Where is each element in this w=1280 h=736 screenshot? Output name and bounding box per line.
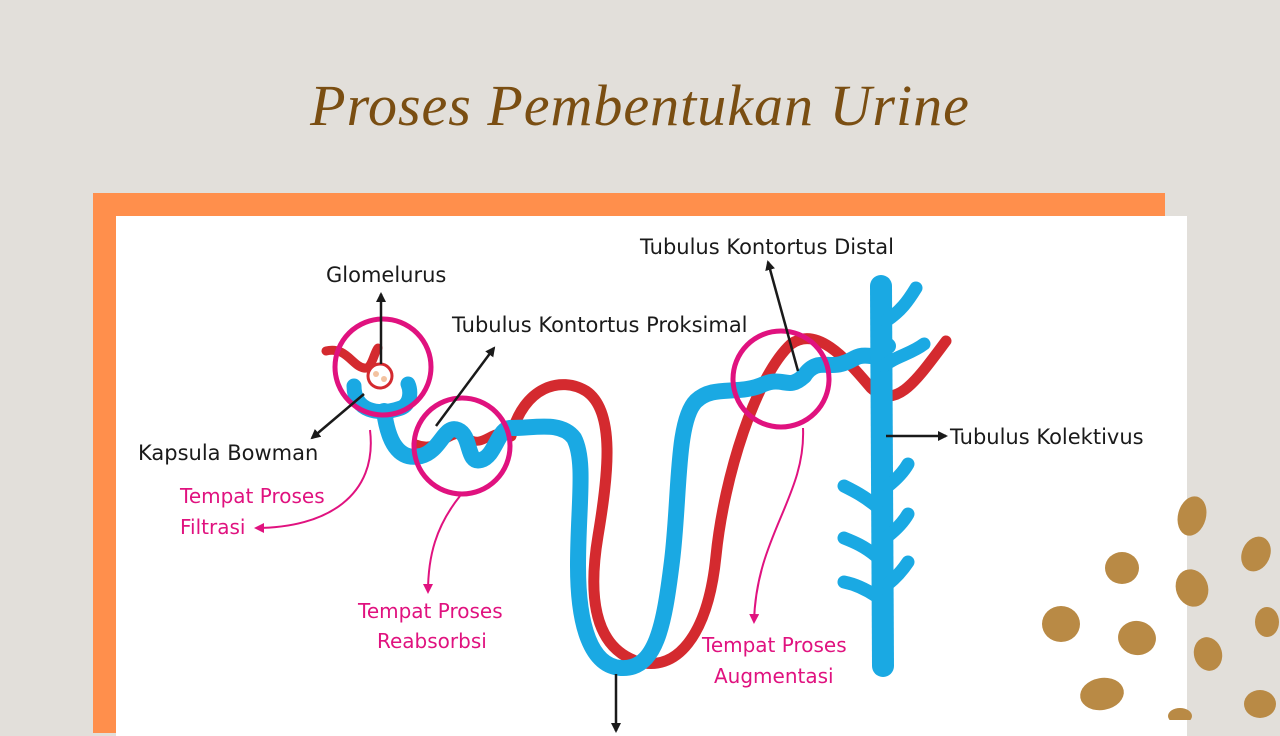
decorative-gold-dots	[1042, 496, 1279, 720]
nephron-diagram-panel: Glomelurus Kapsula Bowman Tubulus Kontor…	[116, 216, 1187, 736]
proksimal-arrow	[434, 346, 496, 427]
augmentasi-arrow	[749, 427, 805, 624]
reabsorbsi-arrow	[423, 495, 461, 594]
filtrasi-arrow	[254, 429, 372, 533]
slide-title: Proses Pembentukan Urine	[310, 73, 970, 138]
filtrasi-label-line1: Tempat Proses	[179, 484, 325, 508]
nephron-diagram: Glomelurus Kapsula Bowman Tubulus Kontor…	[138, 235, 1144, 733]
proksimal-label: Tubulus Kontortus Proksimal	[451, 313, 748, 337]
augmentasi-label-line1: Tempat Proses	[701, 633, 847, 657]
augmentasi-highlight-circle	[730, 328, 832, 430]
renal-tubule	[346, 275, 931, 677]
reabsorbsi-highlight-circle	[411, 395, 513, 497]
kapsula-bowman-label: Kapsula Bowman	[138, 441, 318, 465]
distal-arrow	[765, 260, 800, 372]
kolektivus-label: Tubulus Kolektivus	[949, 425, 1144, 449]
filtrasi-highlight-circle	[332, 316, 434, 418]
reabsorbsi-label-line1: Tempat Proses	[357, 599, 503, 623]
glomerulus-cluster	[366, 362, 394, 390]
reabsorbsi-label-line2: Reabsorbsi	[377, 629, 487, 653]
distal-label: Tubulus Kontortus Distal	[639, 235, 894, 259]
filtrasi-label-line2: Filtrasi	[180, 515, 245, 539]
kapsula-bowman-arrow	[310, 393, 365, 440]
augmentasi-label-line2: Augmentasi	[714, 664, 834, 688]
glomerulus-label: Glomelurus	[326, 263, 446, 287]
